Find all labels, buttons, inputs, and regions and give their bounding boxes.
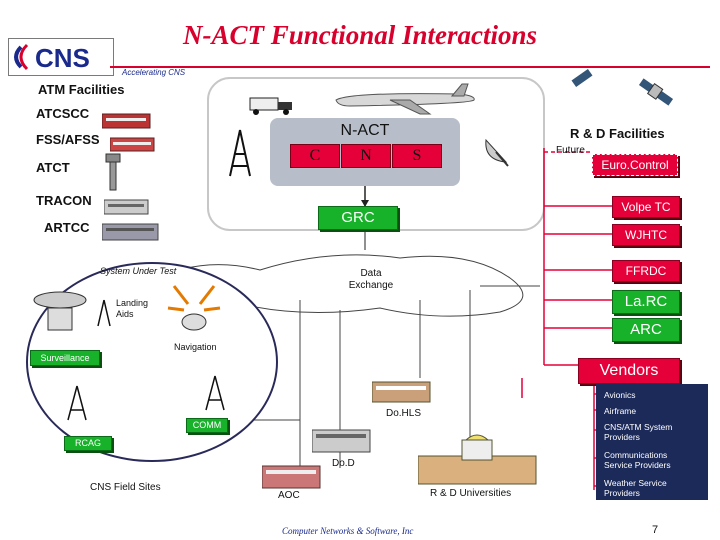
system-under-test-label: System Under Test	[100, 266, 177, 276]
rd-wjhtc: WJHTC	[612, 224, 680, 246]
dohls-building-icon	[372, 381, 431, 403]
artcc-building-icon	[102, 223, 159, 241]
nact-title: N-ACT	[340, 122, 390, 139]
atm-facility-atct: ATCT	[36, 160, 70, 175]
tracon-building-icon	[104, 199, 149, 215]
footer-company: Computer Networks & Software, Inc	[282, 526, 414, 536]
satellite-icon-2	[638, 78, 674, 106]
satellite-icon	[571, 68, 593, 88]
cns-logo: CNS	[8, 38, 114, 76]
atct-tower-icon	[105, 153, 121, 191]
atm-facility-atcscc: ATCSCC	[36, 106, 90, 121]
atm-facility-fss-afss: FSS/AFSS	[36, 132, 100, 147]
logo-text: CNS	[35, 43, 90, 73]
rd-larc: La.RC	[612, 290, 680, 314]
aircraft-icon	[335, 83, 475, 115]
navigation-beacon-icon	[167, 285, 221, 331]
rd-universities-label: R & D Universities	[430, 488, 512, 499]
vendors-box: Vendors	[578, 358, 680, 384]
landing-aids-label: Landing Aids	[116, 298, 149, 319]
vendor-weather-service-providers: Weather Service Providers	[604, 478, 667, 498]
nact-cell-c: C	[290, 144, 340, 168]
vendors-list-panel	[596, 384, 708, 500]
ground-vehicle-icon	[249, 97, 292, 115]
navigation-label: Navigation	[174, 342, 217, 352]
surveillance-box: Surveillance	[30, 350, 100, 366]
page-number: 7	[652, 524, 659, 536]
rd-arc: ARC	[612, 318, 680, 342]
rd-volpe-tc: Volpe TC	[612, 196, 680, 218]
dod-building-icon	[312, 429, 371, 453]
cns-logo-icon	[14, 43, 29, 71]
university-building-icon	[418, 434, 537, 485]
rd-euro-control: Euro.Control	[592, 154, 678, 176]
grc-box: GRC	[318, 206, 398, 230]
vendor-cns-atm-system-providers: CNS/ATM System Providers	[604, 422, 673, 442]
rcag-box: RCAG	[64, 436, 112, 451]
rd-facilities-heading: R & D Facilities	[570, 126, 665, 141]
radio-tower-icon	[229, 129, 251, 177]
aoc-building-icon	[262, 465, 321, 489]
atm-facility-artcc: ARTCC	[44, 220, 90, 235]
vendor-airframe: Airframe	[604, 406, 637, 416]
tagline: Accelerating CNS	[122, 68, 186, 77]
dohls-label: Do.HLS	[386, 408, 422, 419]
atcscc-building-icon	[102, 113, 151, 129]
vendor-communications-service-providers: Communications Service Providers	[604, 450, 671, 470]
data-exchange-label: Data Exchange	[348, 268, 394, 291]
slide-title: N-ACT Functional Interactions	[182, 20, 538, 50]
rd-ffrdc: FFRDC	[612, 260, 680, 282]
satellite-dish-icon	[485, 138, 509, 167]
dod-label: Do.D	[332, 458, 355, 469]
landing-aids-tower-icon	[97, 299, 111, 327]
future-label: Future	[556, 145, 585, 156]
cns-field-sites-label: CNS Field Sites	[90, 482, 161, 493]
comm-antenna-icon-2	[205, 375, 225, 411]
aoc-label: AOC	[278, 490, 300, 501]
radar-icon	[33, 291, 87, 331]
title-rule	[110, 66, 710, 68]
comm-box: COMM	[186, 418, 228, 433]
atm-facility-tracon: TRACON	[36, 193, 92, 208]
comm-antenna-icon	[67, 385, 87, 421]
atm-facilities-heading: ATM Facilities	[38, 82, 125, 97]
nact-cell-n: N	[341, 144, 391, 168]
vendor-avionics: Avionics	[604, 390, 636, 400]
fss-building-icon	[110, 137, 155, 152]
nact-cell-s: S	[392, 144, 442, 168]
